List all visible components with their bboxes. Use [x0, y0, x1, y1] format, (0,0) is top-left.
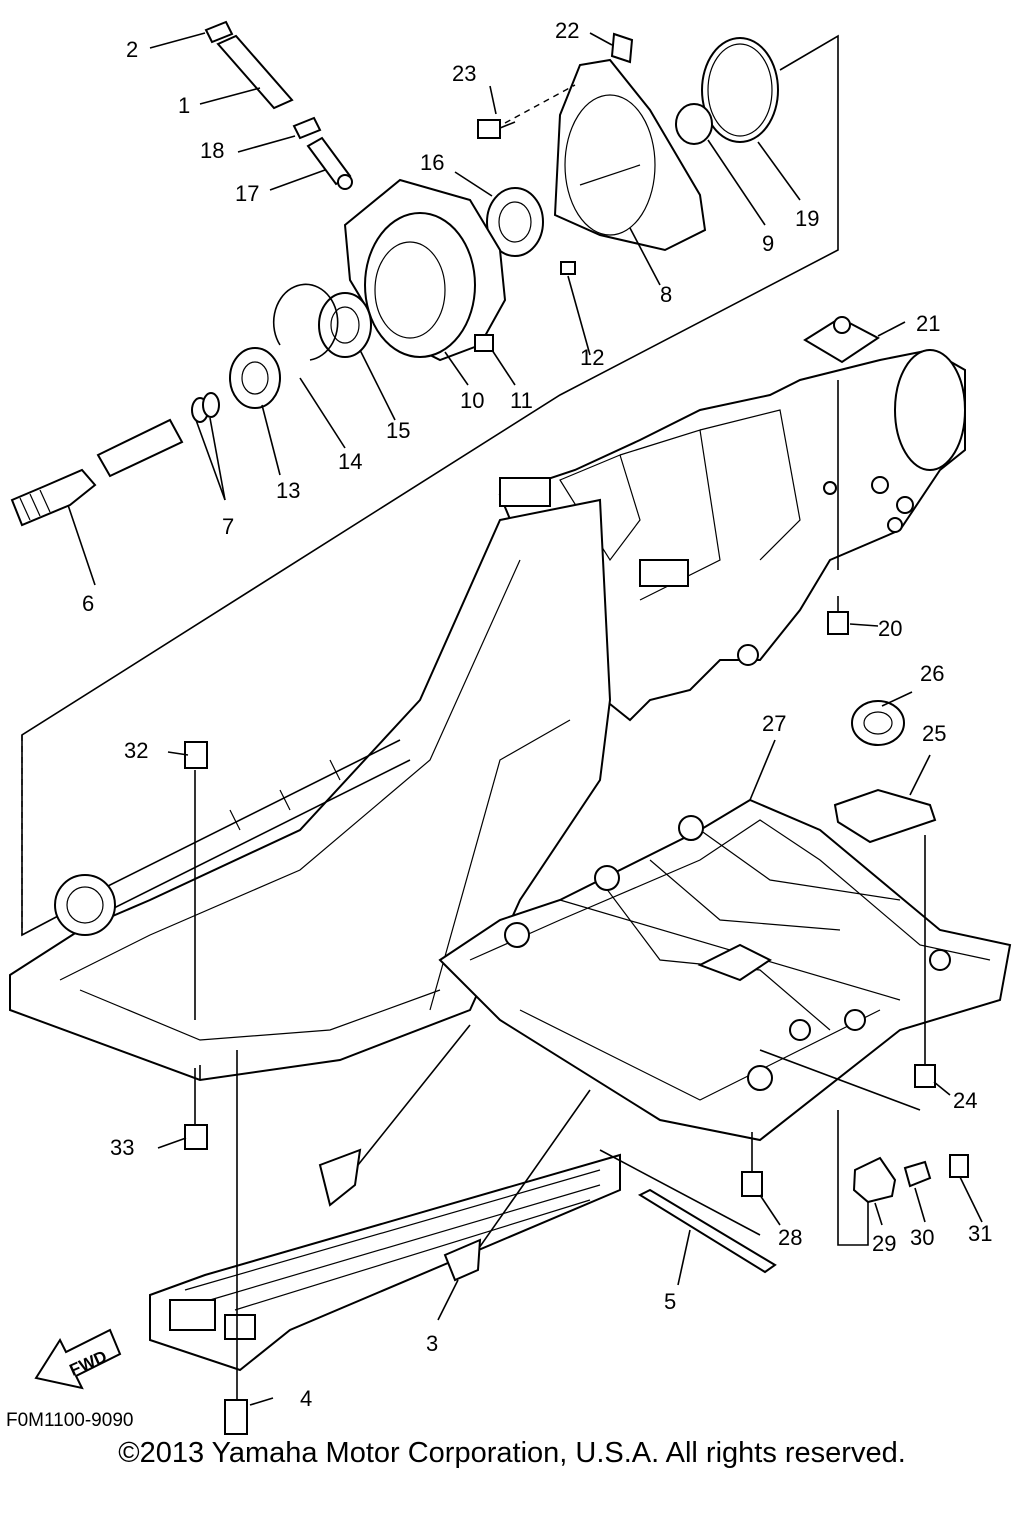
callout-15: 15 — [386, 418, 410, 443]
callout-5: 5 — [664, 1289, 676, 1314]
callout-26: 26 — [920, 661, 944, 686]
callout-23: 23 — [452, 61, 476, 86]
callout-30: 30 — [910, 1225, 934, 1250]
callout-2: 2 — [126, 37, 138, 62]
callout-24: 24 — [953, 1088, 977, 1113]
callout-19: 19 — [795, 206, 819, 231]
jet-pump-assembly — [498, 348, 966, 722]
copyright-notice: ©2013 Yamaha Motor Corporation, U.S.A. A… — [118, 1437, 906, 1469]
callout-3: 3 — [426, 1331, 438, 1356]
callout-12: 12 — [580, 345, 604, 370]
hull-liner — [149, 1024, 621, 1372]
small-parts-lower — [34, 741, 969, 1435]
callout-16: 16 — [420, 150, 444, 175]
callout-31: 31 — [968, 1221, 992, 1246]
callout-4: 4 — [300, 1386, 312, 1411]
leader-lines — [67, 32, 983, 1406]
frame-lines — [21, 34, 839, 937]
callout-7: 7 — [222, 514, 234, 539]
diagram-code: F0M1100-9090 — [6, 1410, 133, 1431]
callout-28: 28 — [778, 1225, 802, 1250]
part-5-strip — [637, 1188, 777, 1274]
callout-32: 32 — [124, 738, 148, 763]
small-parts-upper — [10, 20, 937, 844]
callout-25: 25 — [922, 721, 946, 746]
callout-20: 20 — [878, 616, 902, 641]
callout-8: 8 — [660, 282, 672, 307]
callout-17: 17 — [235, 181, 259, 206]
callout-6: 6 — [82, 591, 94, 616]
callout-1: 1 — [178, 93, 190, 118]
callout-14: 14 — [338, 449, 362, 474]
callout-21: 21 — [916, 311, 940, 336]
intake-duct — [9, 498, 612, 1082]
callout-10: 10 — [460, 388, 484, 413]
callout-numbers: 1 2 3 4 5 6 7 8 9 10 11 12 13 14 15 16 1… — [82, 18, 992, 1411]
callout-33: 33 — [110, 1135, 134, 1160]
callout-22: 22 — [555, 18, 579, 43]
ride-plate — [438, 798, 1012, 1142]
callout-9: 9 — [762, 231, 774, 256]
callout-13: 13 — [276, 478, 300, 503]
callout-27: 27 — [762, 711, 786, 736]
callout-29: 29 — [872, 1231, 896, 1256]
callout-18: 18 — [200, 138, 224, 163]
callout-11: 11 — [510, 388, 533, 413]
